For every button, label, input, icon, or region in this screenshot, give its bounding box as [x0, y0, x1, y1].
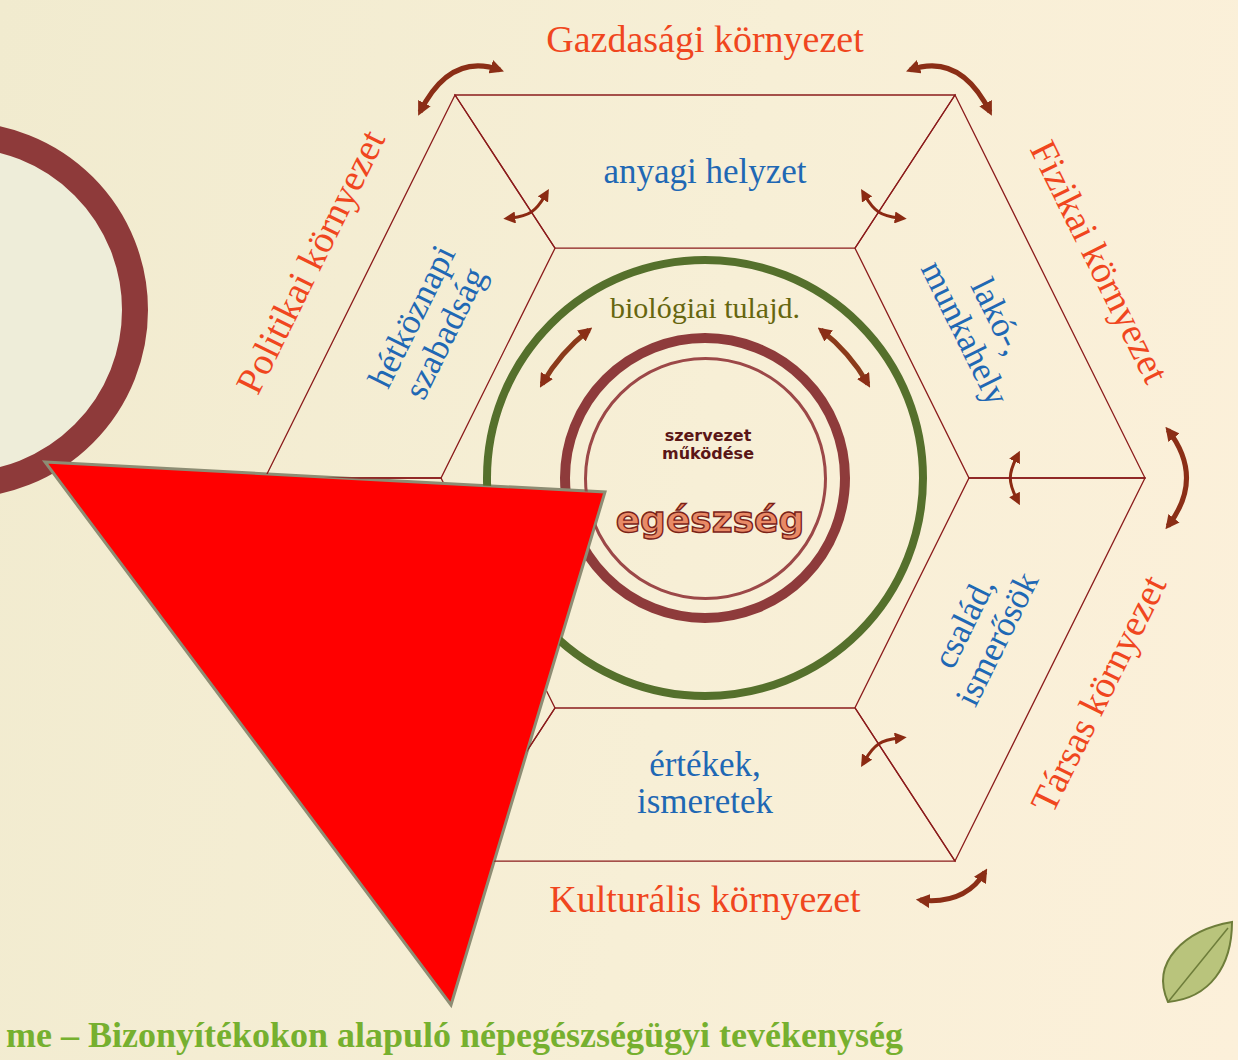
sector-label: lakó-, munkahely	[914, 239, 1049, 411]
bowl-shape	[0, 135, 135, 485]
middle-ring	[565, 338, 845, 618]
vertex-arrow	[910, 66, 990, 112]
sector-label: értékek, ismeretek	[637, 747, 773, 821]
caption: me – Bizonyítékokon alapuló népegészségü…	[6, 1016, 903, 1056]
sector-label: anyagi helyzet	[603, 154, 806, 191]
sector-label: család, ismerősök	[916, 550, 1046, 712]
sector-box: anyagi helyzet	[452, 92, 958, 251]
environment-label: Gazdasági környezet	[546, 19, 864, 61]
ring-label: biológiai tulajd.	[610, 292, 800, 324]
ring-arrow	[821, 330, 868, 384]
vertex-arrow	[920, 872, 985, 901]
sector-label: hétköznapi szabadság	[362, 240, 496, 410]
vertex-arrow	[1168, 430, 1187, 526]
ring-circle-line	[487, 260, 923, 696]
ring-outline	[583, 356, 828, 601]
organ-label: szervezet működése	[662, 427, 754, 462]
ring-circle: biológiai tulajd. szervezet működése egész…	[482, 255, 928, 701]
vertex-arrow	[420, 66, 500, 112]
leaf-vein	[1168, 928, 1228, 1002]
leaf-shape	[1163, 922, 1232, 1002]
sector-polygon	[455, 95, 955, 248]
ring-circle-line	[585, 358, 825, 598]
environment-label: Politikai környezet	[228, 124, 393, 401]
red-triangle	[45, 462, 605, 1005]
environment-label: Kulturális környezet	[549, 879, 860, 921]
ring-arrow	[542, 330, 589, 384]
health-label: egészség	[616, 501, 805, 539]
environment-label: Társas környezet	[1023, 569, 1175, 819]
ring-circle: szervezet működése egészség	[583, 356, 828, 601]
sector-polygon	[455, 708, 955, 861]
environment-label: Fizikai környezet	[1021, 134, 1176, 390]
sector-box: értékek, ismeretek	[452, 705, 958, 864]
